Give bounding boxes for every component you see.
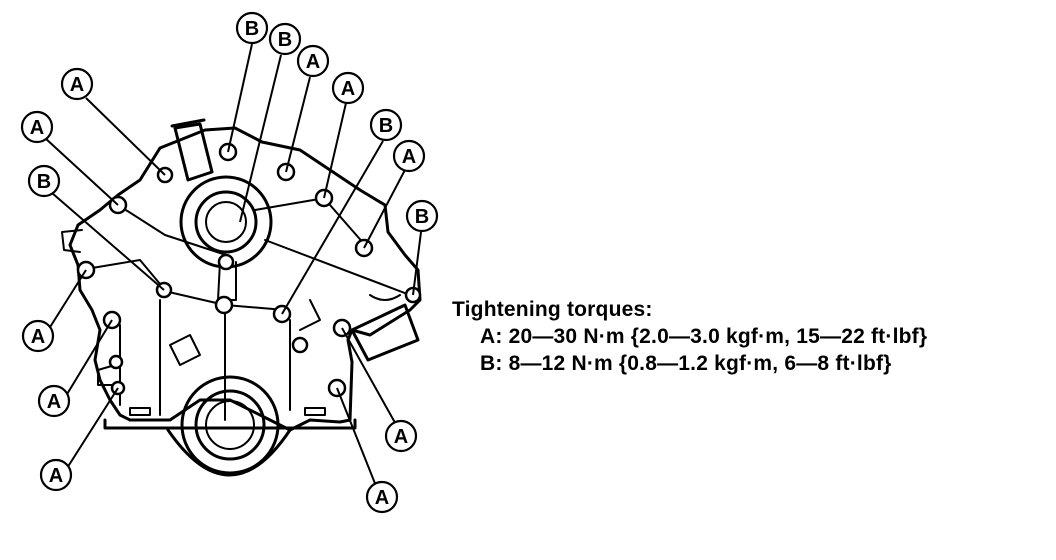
water-inlet-pipe (170, 118, 214, 182)
water-outlet-pipe (350, 303, 420, 362)
cover-ribs (79, 197, 411, 421)
svg-text:B: B (37, 171, 51, 193)
callout-a-4: A (60, 67, 94, 101)
svg-text:A: A (394, 426, 408, 448)
svg-text:A: A (30, 117, 44, 139)
callout-b-3: B (369, 108, 403, 142)
callout-a-10: A (365, 480, 399, 514)
svg-text:A: A (341, 78, 355, 100)
svg-text:B: B (278, 29, 292, 51)
svg-text:A: A (47, 391, 61, 413)
legend-row-a: A: 20—30 N·m {2.0—3.0 kgf·m, 15—22 ft·lb… (480, 325, 928, 348)
callout-b-4: B (405, 199, 439, 233)
callout-a-5: A (20, 110, 54, 144)
svg-text:A: A (49, 465, 63, 487)
svg-text:B: B (245, 18, 259, 40)
callout-b-1: B (235, 11, 269, 45)
callout-a-3: A (392, 139, 426, 173)
svg-text:A: A (306, 51, 320, 73)
callout-b-2: B (268, 22, 302, 56)
svg-text:A: A (402, 146, 416, 168)
svg-text:A: A (375, 487, 389, 509)
crankshaft-seal-bore (180, 375, 280, 475)
legend-title: Tightening torques: (452, 298, 653, 321)
torque-legend: Tightening torques: A: 20—30 N·m {2.0—3.… (452, 296, 927, 377)
svg-text:B: B (415, 206, 429, 228)
callout-b-5: B (27, 164, 61, 198)
water-pump-hub (179, 175, 273, 269)
callout-a-1: A (296, 44, 330, 78)
legend-row-b: B: 8—12 N·m {0.8—1.2 kgf·m, 6—8 ft·lbf} (480, 352, 892, 375)
svg-text:A: A (70, 74, 84, 96)
callout-a-2: A (331, 71, 365, 105)
leader-lines (39, 43, 422, 497)
svg-text:A: A (31, 326, 45, 348)
callout-a-7: A (37, 384, 71, 418)
callout-a-9: A (384, 419, 418, 453)
svg-text:B: B (379, 115, 393, 137)
callout-a-8: A (39, 458, 73, 492)
callout-a-6: A (21, 319, 55, 353)
